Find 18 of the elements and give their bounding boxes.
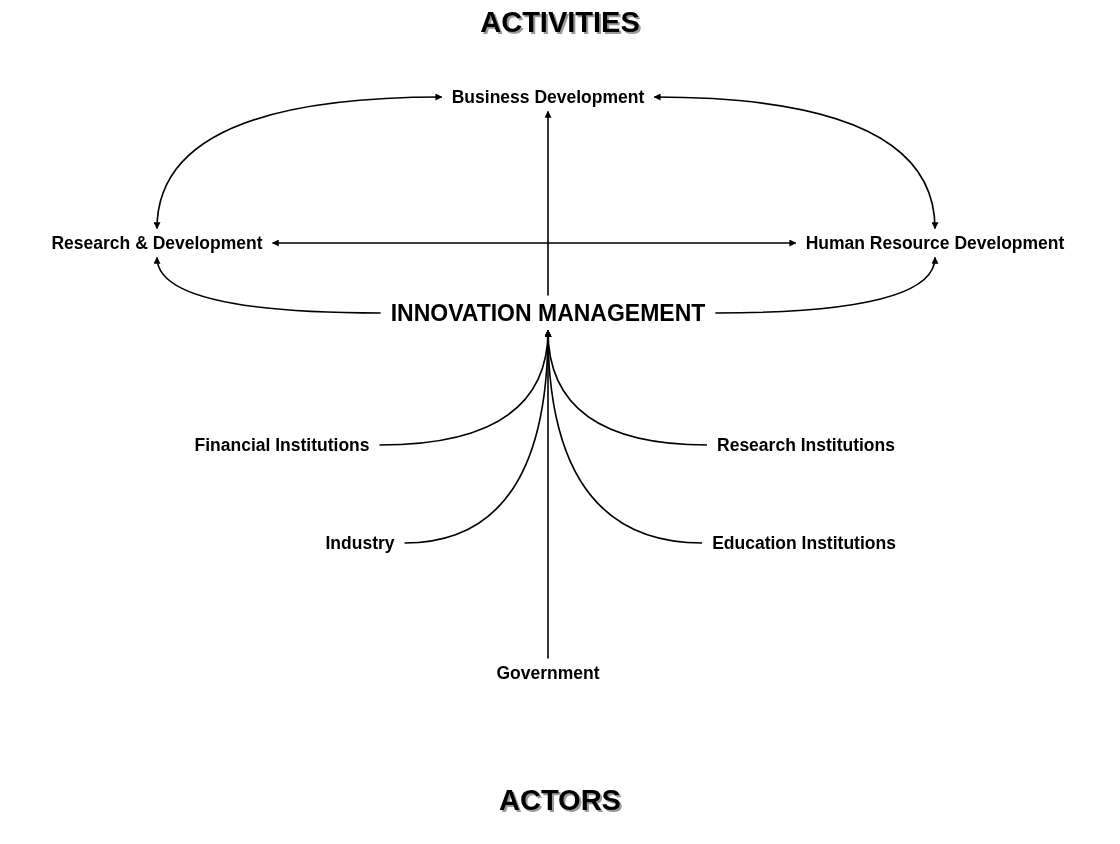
arrow — [154, 93, 443, 230]
node-label: Business Development — [447, 84, 649, 110]
node-label: Industry — [321, 530, 399, 556]
node-label: Research & Development — [47, 230, 267, 256]
arrow — [544, 329, 552, 660]
arrow — [714, 256, 938, 314]
diagram-title: ACTIVITIES — [480, 5, 640, 39]
node-label: INNOVATION MANAGEMENT — [386, 297, 710, 329]
arrow — [544, 110, 552, 297]
node-label: Education Institutions — [708, 530, 900, 556]
node-label: Human Resource Development — [801, 230, 1069, 256]
arrow — [653, 93, 938, 230]
arrow — [154, 256, 382, 314]
node-label: Government — [492, 660, 604, 686]
arrow — [271, 239, 797, 247]
node-label: Financial Institutions — [190, 432, 374, 458]
section-heading: ACTORS — [499, 783, 621, 817]
node-label: Research Institutions — [713, 432, 899, 458]
